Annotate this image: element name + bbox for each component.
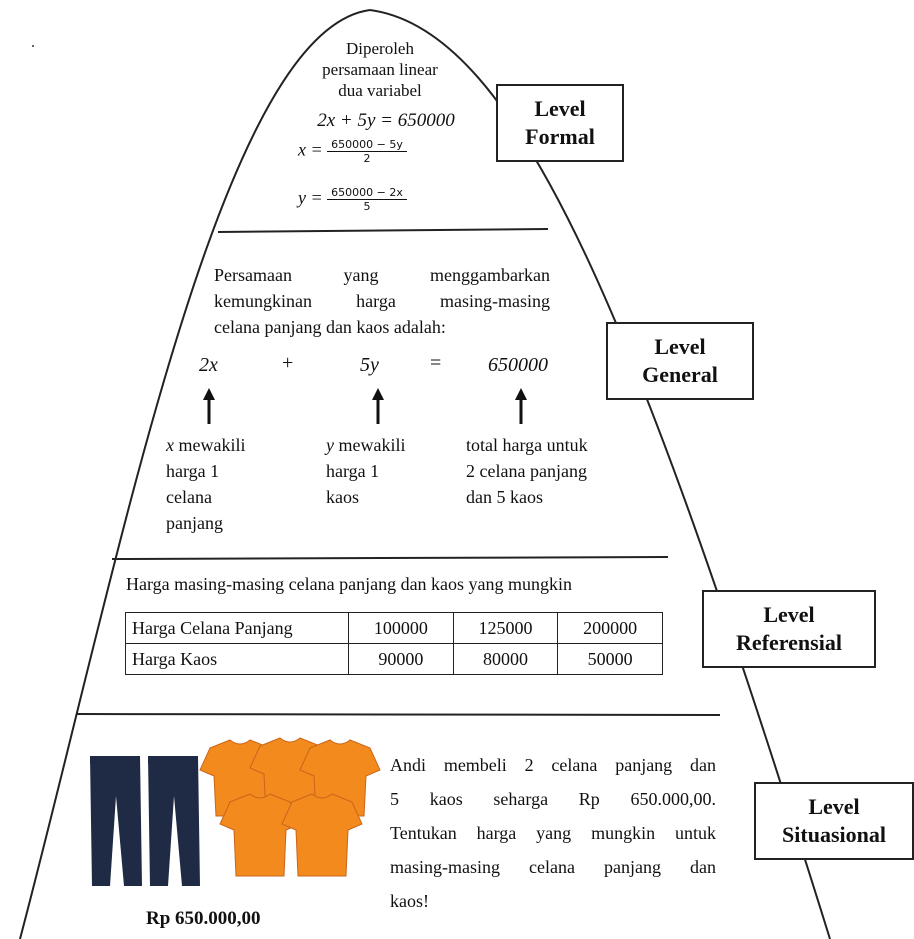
formal-x-fraction: 650000 − 5y 2 <box>327 138 407 165</box>
tshirt-icon <box>281 793 363 877</box>
formal-x-lhs: x = <box>298 139 323 160</box>
desc-line: x mewakili <box>166 432 296 458</box>
mountain-right-edge <box>369 9 831 939</box>
general-term-total: 650000 <box>488 354 548 376</box>
general-term-2x: 2x <box>199 354 218 376</box>
general-desc-total: total harga untuk 2 celana panjang dan 5… <box>466 432 636 510</box>
general-intro-line: Persamaan yang menggambarkan <box>214 265 550 285</box>
stray-dot <box>32 45 34 47</box>
divider-formal-general <box>217 228 549 233</box>
formal-y-lhs: y = <box>298 187 323 208</box>
desc-line: harga 1 <box>166 461 220 481</box>
table-cell: 125000 <box>452 612 559 644</box>
formal-text-line: Diperoleh <box>346 39 414 58</box>
tshirt-icon <box>219 793 301 877</box>
level-formal-box: Level Formal <box>496 84 624 162</box>
problem-line: 5 kaos seharga Rp 650.000,00. <box>390 789 716 809</box>
level-general-line1: Level <box>654 334 706 359</box>
formal-y-denominator: 5 <box>363 200 371 213</box>
jeans-icon <box>148 756 200 886</box>
formal-text-line: persamaan linear <box>322 60 438 79</box>
level-referensial-line1: Level <box>763 602 815 627</box>
row-label: Harga Kaos <box>125 643 349 675</box>
general-desc-y: y mewakili harga 1 kaos <box>326 432 456 510</box>
desc-line: dan 5 kaos <box>466 487 543 507</box>
price-table: Harga Celana Panjang 100000 125000 20000… <box>125 612 663 675</box>
general-intro: Persamaan yang menggambarkan kemungkinan… <box>214 262 550 340</box>
formal-x-numerator: 650000 − 5y <box>327 138 407 152</box>
desc-line: y mewakili <box>326 432 456 458</box>
desc-y-text: mewakili <box>334 435 406 455</box>
price-caption: Rp 650.000,00 <box>146 908 261 929</box>
level-formal-line1: Level <box>534 96 586 121</box>
desc-line: celana <box>166 487 212 507</box>
problem-line: Tentukan harga yang mungkin untuk <box>390 823 716 843</box>
level-referensial-line2: Referensial <box>736 630 842 655</box>
row-label: Harga Celana Panjang <box>125 612 349 644</box>
general-intro-line: kemungkinan harga masing-masing <box>214 291 550 311</box>
desc-x-variable: x <box>166 435 174 455</box>
level-general-line2: General <box>642 362 718 387</box>
general-intro-line: celana panjang dan kaos adalah: <box>214 317 446 337</box>
problem-line: masing-masing celana panjang dan <box>390 857 716 877</box>
mountain-left-edge <box>19 9 371 939</box>
formal-text-line: dua variabel <box>338 81 422 100</box>
table-row: Harga Kaos 90000 80000 50000 <box>125 643 663 675</box>
table-cell: 80000 <box>452 643 559 675</box>
general-desc-x: x mewakili harga 1 celana panjang <box>166 432 296 536</box>
divider-general-referensial <box>111 556 669 560</box>
formal-x-solution: x = 650000 − 5y 2 <box>298 138 407 165</box>
referensial-title: Harga masing-masing celana panjang dan k… <box>126 574 573 594</box>
general-plus: + <box>282 352 294 374</box>
level-formal-line2: Formal <box>525 124 595 149</box>
desc-line: harga 1 <box>326 461 380 481</box>
formal-equation: 2x + 5y = 650000 <box>317 110 455 131</box>
general-equals: = <box>430 352 442 374</box>
desc-line: panjang <box>166 513 223 533</box>
desc-y-variable: y <box>326 435 334 455</box>
desc-line: 2 celana panjang <box>466 461 587 481</box>
formal-y-numerator: 650000 − 2x <box>327 186 407 200</box>
table-cell: 200000 <box>557 612 663 644</box>
formal-y-fraction: 650000 − 2x 5 <box>327 186 407 213</box>
table-cell: 100000 <box>348 612 454 644</box>
desc-x-text: mewakili <box>174 435 246 455</box>
level-situasional-line2: Situasional <box>782 822 886 847</box>
jeans-icon <box>90 756 142 886</box>
problem-line: Andi membeli 2 celana panjang dan <box>390 755 716 775</box>
table-cell: 90000 <box>348 643 454 675</box>
table-row: Harga Celana Panjang 100000 125000 20000… <box>125 612 663 644</box>
clothing-illustration <box>90 737 381 886</box>
desc-line: total harga untuk <box>466 435 588 455</box>
level-referensial-box: Level Referensial <box>702 590 876 668</box>
level-general-box: Level General <box>606 322 754 400</box>
problem-line: kaos! <box>390 891 429 911</box>
formal-text: Diperoleh persamaan linear dua variabel <box>290 38 470 101</box>
desc-line: kaos <box>326 487 359 507</box>
general-term-5y: 5y <box>360 354 379 376</box>
divider-referensial-situasional <box>75 713 721 716</box>
formal-x-denominator: 2 <box>363 152 371 165</box>
table-cell: 50000 <box>557 643 663 675</box>
problem-text: Andi membeli 2 celana panjang dan 5 kaos… <box>390 748 716 918</box>
formal-y-solution: y = 650000 − 2x 5 <box>298 186 407 213</box>
level-situasional-line1: Level <box>808 794 860 819</box>
level-situasional-box: Level Situasional <box>754 782 914 860</box>
